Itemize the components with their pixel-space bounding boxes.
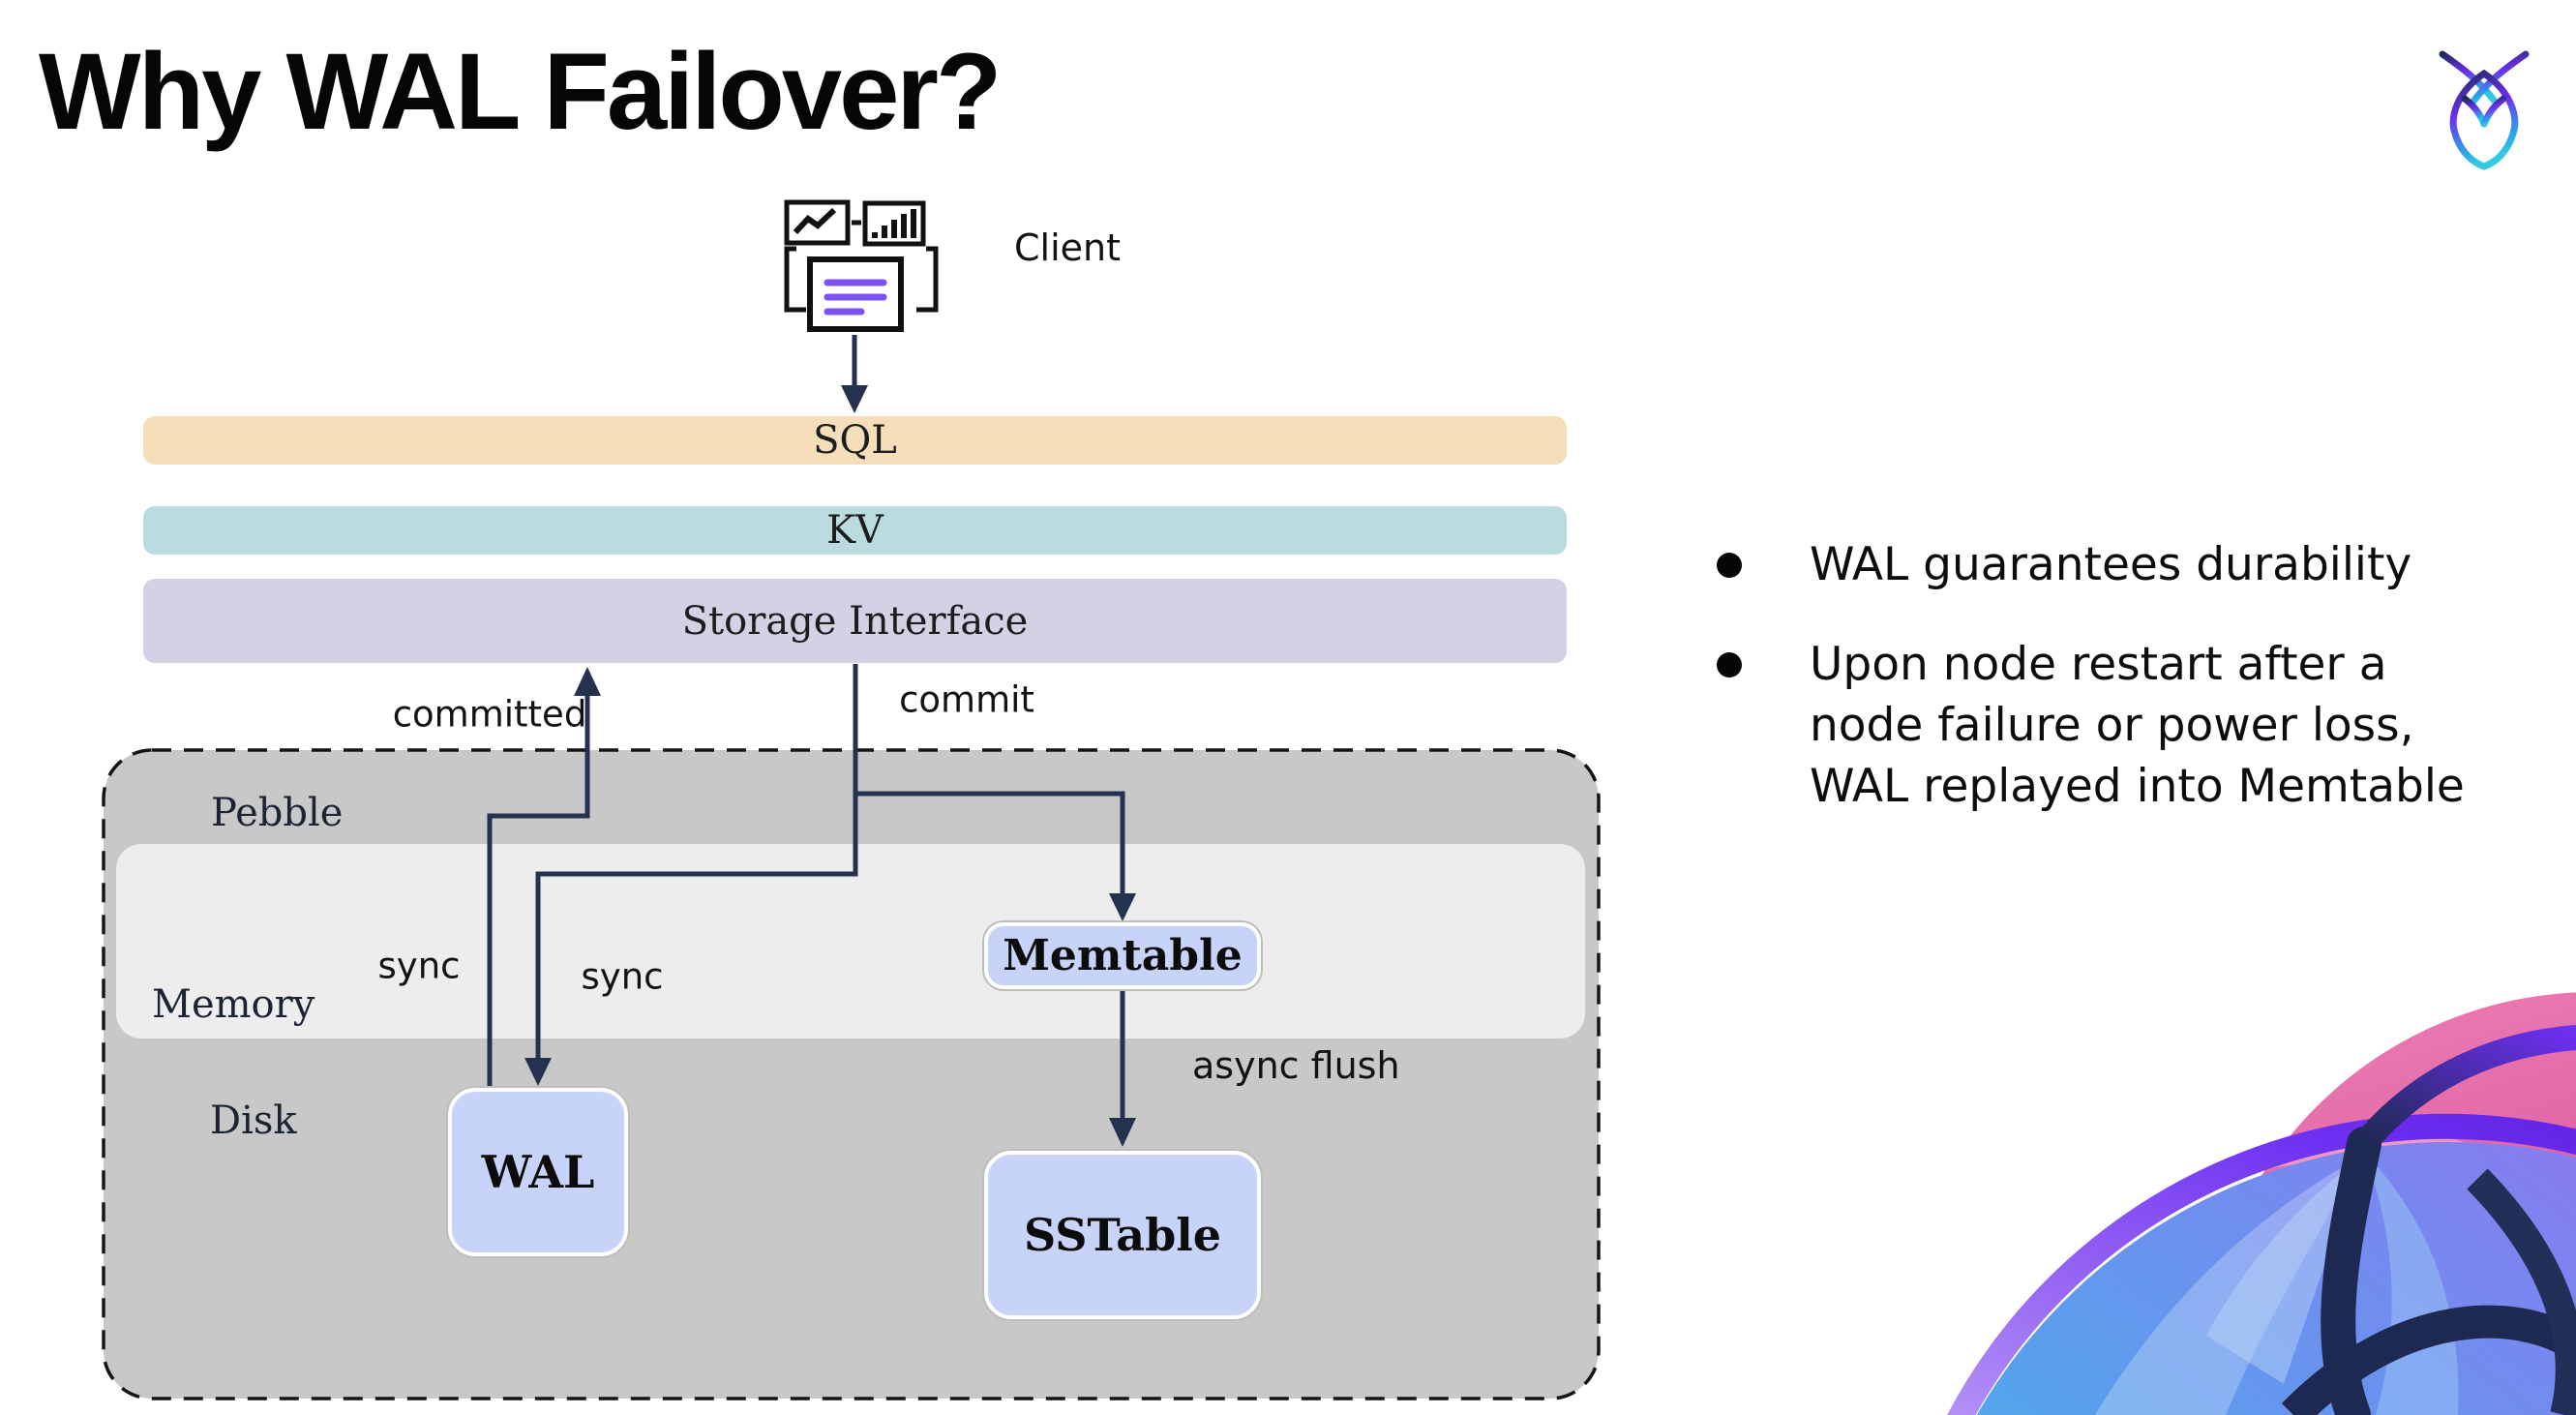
- memtable-box: Memtable: [984, 922, 1261, 989]
- layer-sql-label: SQL: [813, 418, 897, 463]
- page-title: Why WAL Failover?: [39, 31, 1002, 152]
- layer-kv-label: KV: [826, 508, 884, 553]
- async-flush-edge-label: async flush: [1192, 1044, 1400, 1087]
- cockroachdb-logo-icon: [2439, 50, 2530, 170]
- wal-box: WAL: [448, 1088, 628, 1256]
- pebble-label: Pebble: [211, 791, 344, 835]
- bullet-dot: [1717, 652, 1742, 677]
- bullet-item: WAL guarantees durability: [1711, 534, 2477, 595]
- sync-right-edge-label: sync: [581, 955, 664, 998]
- bullet-dot: [1717, 553, 1742, 578]
- line-chart-icon: [784, 199, 851, 246]
- roach-antenna-stroke: [2351, 1025, 2576, 1157]
- arrowhead-into-storage: [574, 667, 601, 696]
- disk-label: Disk: [210, 1099, 297, 1143]
- decorative-corner-graphic: [1947, 992, 2576, 1415]
- bullet-text: Upon node restart after a node failure o…: [1810, 638, 2465, 813]
- bullet-item: Upon node restart after a node failure o…: [1711, 634, 2477, 817]
- bullet-text: WAL guarantees durability: [1810, 538, 2412, 591]
- layer-kv: KV: [143, 506, 1567, 555]
- layer-storage-interface: Storage Interface: [143, 579, 1567, 663]
- wal-box-label: WAL: [481, 1146, 595, 1198]
- sstable-box: SSTable: [984, 1151, 1261, 1319]
- sync-left-edge-label: sync: [377, 945, 461, 987]
- document-text-lines: [824, 279, 887, 316]
- client-label: Client: [1014, 226, 1122, 269]
- commit-edge-label: commit: [899, 678, 1034, 721]
- client-app-icon: [784, 199, 939, 332]
- arrowhead-into-sql: [841, 385, 868, 413]
- layer-sql: SQL: [143, 416, 1567, 465]
- purple-rim-arc: [1947, 1113, 2576, 1415]
- layer-storage-label: Storage Interface: [681, 598, 1029, 644]
- committed-edge-label: committed: [392, 693, 587, 736]
- memtable-box-label: Memtable: [1003, 931, 1243, 980]
- memory-band: [116, 844, 1585, 1039]
- bullet-list: WAL guarantees durability Upon node rest…: [1711, 534, 2485, 817]
- memory-label: Memory: [152, 982, 315, 1027]
- sstable-box-label: SSTable: [1024, 1209, 1221, 1261]
